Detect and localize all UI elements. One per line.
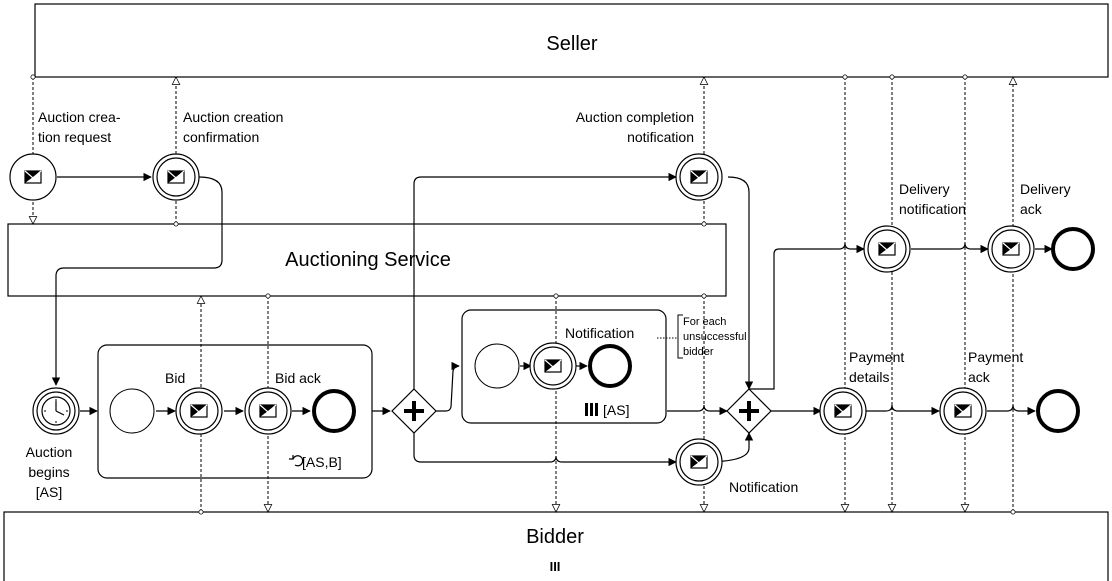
parallel-gateway (726, 388, 772, 434)
envelope-icon (259, 404, 277, 418)
message-label: ack (968, 369, 991, 385)
text-annotation: For each unsuccessful bidder (657, 314, 747, 359)
intermediate-message-event (939, 387, 987, 435)
envelope-icon (1002, 242, 1020, 256)
start-event (474, 343, 520, 389)
multi-instance-participants: [AS] (603, 402, 629, 418)
message-label: notification (627, 129, 694, 145)
clock-icon (41, 396, 71, 426)
end-event (588, 344, 632, 388)
message-label: Bid (165, 370, 185, 386)
sequence-flow (727, 176, 754, 390)
intermediate-message-event (529, 342, 577, 390)
labels: Auction crea- tion request Auction creat… (26, 109, 1071, 500)
envelope-icon (167, 170, 185, 184)
sequence-flow (987, 404, 1036, 416)
message-label: details (849, 369, 889, 385)
message-label: ack (1020, 201, 1043, 217)
sequence-flow (749, 242, 865, 390)
sequence-flow (51, 176, 223, 386)
pool-auctioning-service: Auctioning Service (7, 223, 727, 297)
sequence-flow (413, 433, 677, 467)
pool-seller: Seller (34, 3, 1109, 78)
subprocess-bid: [AS,B] (97, 344, 373, 479)
loop-participants: [AS,B] (302, 454, 342, 470)
message-label: Delivery (1020, 181, 1071, 197)
intermediate-message-event (675, 438, 723, 486)
message-label: Payment (968, 349, 1023, 365)
pool-bidder-label: Bidder (526, 526, 584, 548)
message-label: notification (899, 201, 966, 217)
intermediate-message-event (152, 153, 200, 201)
sequence-flow (911, 242, 989, 254)
message-label: Delivery (899, 181, 950, 197)
message-label: Auction completion (576, 109, 694, 125)
intermediate-message-event (675, 153, 723, 201)
envelope-icon (544, 359, 562, 373)
event-label: Auction (26, 444, 73, 460)
message-start-event (9, 153, 57, 201)
intermediate-message-event (175, 387, 223, 435)
pool-seller-label: Seller (546, 33, 597, 55)
envelope-icon (190, 404, 208, 418)
message-label: Auction crea- (38, 109, 121, 125)
message-label: Bid ack (275, 370, 322, 386)
annotation-line: For each (683, 316, 726, 328)
intermediate-message-event (244, 387, 292, 435)
pool-auctioning-service-label: Auctioning Service (285, 249, 451, 271)
annotation-line: bidder (683, 346, 714, 358)
end-event (312, 389, 356, 433)
multi-instance-icon (585, 403, 598, 416)
subprocess-notification: [AS] (461, 309, 667, 424)
end-event (1051, 227, 1095, 271)
message-label: Auction creation (183, 109, 283, 125)
sequence-flow (436, 361, 460, 412)
intermediate-message-event (819, 387, 867, 435)
envelope-icon (690, 170, 708, 184)
message-label: Notification (729, 479, 798, 495)
end-event (1036, 389, 1080, 433)
sequence-flow (855, 404, 940, 416)
multi-instance-marker: III (550, 559, 561, 574)
message-label: Notification (565, 325, 634, 341)
envelope-icon (690, 455, 708, 469)
start-event (109, 388, 155, 434)
loop-icon (289, 455, 304, 467)
parallel-gateway (391, 388, 437, 434)
pool-bidder: Bidder III (3, 511, 1109, 581)
event-label: [AS] (36, 484, 62, 500)
message-label: confirmation (183, 129, 259, 145)
message-label: Payment (849, 349, 904, 365)
envelope-icon (878, 242, 896, 256)
event-label: begins (28, 464, 69, 480)
sequence-flow (413, 172, 677, 389)
annotation-line: unsuccessful (683, 331, 747, 343)
sequence-flows (51, 172, 1053, 467)
envelope-icon (834, 404, 852, 418)
sequence-flow (667, 404, 728, 416)
intermediate-message-event (987, 225, 1035, 273)
envelope-icon (954, 404, 972, 418)
envelope-icon (24, 170, 42, 184)
timer-start-event (32, 387, 80, 435)
intermediate-message-event (863, 225, 911, 273)
message-label: tion request (38, 129, 111, 145)
